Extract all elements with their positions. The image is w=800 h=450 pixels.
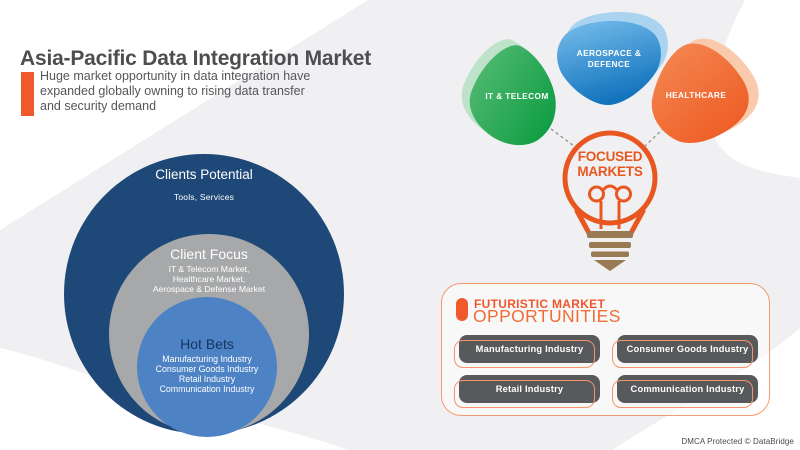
- opportunities-heading-bottom: OPPORTUNITIES: [473, 306, 621, 326]
- light-bulb-icon: FOCUSED MARKETS: [562, 130, 658, 271]
- bulb-label-line1: FOCUSED: [578, 149, 643, 164]
- venn-inner-line: Communication Industry: [159, 384, 255, 394]
- opportunity-button-label: Consumer Goods Industry: [626, 344, 749, 354]
- subtitle-line: and security demand: [40, 99, 157, 113]
- opportunity-button-label: Communication Industry: [630, 384, 745, 394]
- dmca-copyright: DMCA Protected © DataBridge: [681, 437, 794, 446]
- subtitle-line: Huge market opportunity in data integrat…: [40, 69, 311, 83]
- subtitle-accent-bar: [21, 72, 34, 116]
- opportunity-button-communication[interactable]: Communication Industry: [612, 375, 758, 408]
- venn-inner-line: Retail Industry: [178, 374, 236, 384]
- page-title: Asia-Pacific Data Integration Market: [20, 47, 372, 71]
- subtitle-text: Huge market opportunity in data integrat…: [40, 69, 310, 114]
- venn-outer-subtitle: Tools, Services: [173, 192, 235, 202]
- petal-aerospace-label-line2: DEFENCE: [588, 59, 631, 69]
- petal-healthcare-label: HEALTHCARE: [666, 90, 727, 100]
- bulb-neck: [574, 208, 646, 236]
- venn-middle-lines: IT & Telecom Market, Healthcare Market, …: [109, 264, 309, 294]
- petal-healthcare[interactable]: HEALTHCARE: [651, 43, 749, 143]
- connector-line-right: [644, 127, 665, 147]
- opportunity-button-label: Retail Industry: [495, 384, 564, 394]
- opportunity-button-retail[interactable]: Retail Industry: [454, 375, 600, 408]
- subtitle-line: expanded globally owning to rising data …: [40, 84, 305, 98]
- bulb-label-line2: MARKETS: [577, 164, 643, 179]
- petal-it-telecom[interactable]: IT & TELECOM: [469, 45, 556, 146]
- venn-inner-line: Manufacturing Industry: [162, 354, 252, 364]
- bulb-base: [587, 231, 633, 271]
- venn-circle-hot-bets: [137, 297, 277, 437]
- petal-it-telecom-label: IT & TELECOM: [485, 91, 548, 101]
- subtitle-block: Huge market opportunity in data integrat…: [21, 69, 310, 116]
- venn-middle-line: IT & Telecom Market,: [168, 264, 250, 274]
- petal-aerospace-label-line1: AEROSPACE &: [577, 48, 642, 58]
- venn-inner-lines: Manufacturing Industry Consumer Goods In…: [137, 354, 277, 394]
- venn-inner-title: Hot Bets: [180, 336, 234, 352]
- connector-line-left: [550, 128, 575, 147]
- bulb-filament: [588, 184, 632, 229]
- venn-inner-line: Consumer Goods Industry: [155, 364, 259, 374]
- opportunities-heading-top: FUTURISTIC MARKET: [474, 297, 606, 311]
- opportunities-accent-pill: [456, 298, 468, 321]
- opportunity-button-consumer-goods[interactable]: Consumer Goods Industry: [612, 335, 758, 368]
- opportunity-button-manufacturing[interactable]: Manufacturing Industry: [454, 335, 600, 368]
- venn-middle-line: Aerospace & Defense Market: [152, 284, 266, 294]
- venn-outer-title: Clients Potential: [155, 167, 253, 182]
- venn-middle-line: Healthcare Market,: [172, 274, 246, 284]
- venn-middle-title: Client Focus: [170, 246, 248, 262]
- petal-aerospace-defence[interactable]: AEROSPACE & DEFENCE: [557, 20, 661, 105]
- opportunity-button-label: Manufacturing Industry: [475, 344, 584, 354]
